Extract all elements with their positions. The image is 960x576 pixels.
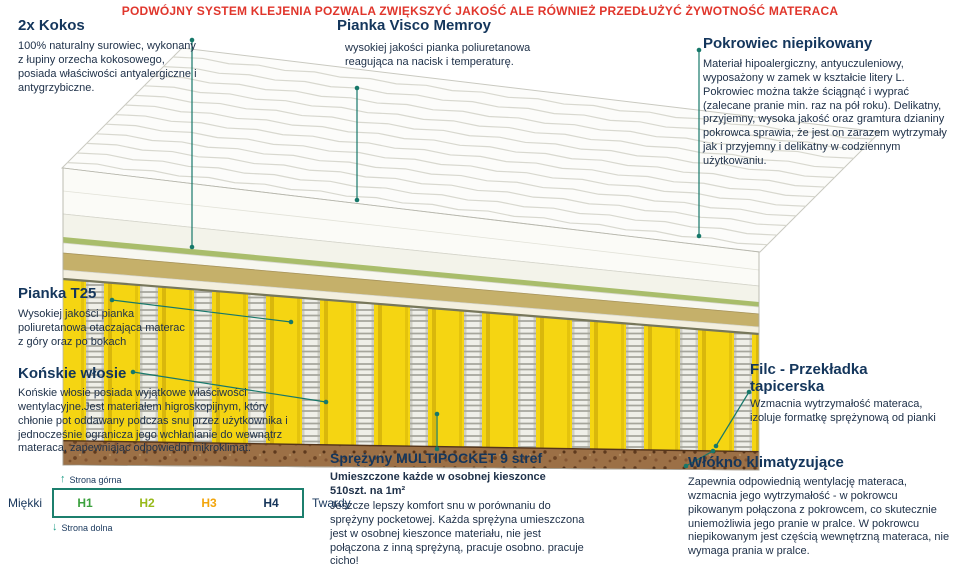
springs-body: Jeszcze lepszy komfort snu w porównaniu … [330, 500, 585, 568]
filc-title: Filc - Przekładka tapicerska [750, 361, 868, 395]
t25-title: Pianka T25 [18, 285, 97, 302]
hardness-h1: H1 [77, 496, 93, 510]
top-banner-text: PODWÓJNY SYSTEM KLEJENIA POZWALA ZWIĘKSZ… [121, 4, 839, 18]
scale-top-side: ↑ Strona górna [60, 474, 374, 485]
soft-label: Miękki [8, 496, 43, 510]
pokrowiec-body: Materiał hipoalergiczny, antyuczuleniowy… [703, 58, 947, 168]
bottom-side-label: Strona dolna [61, 522, 113, 533]
hardness-h4: H4 [263, 496, 279, 510]
t25-body: Wysokiej jakości pianka poliuretanowa ot… [18, 308, 185, 348]
hardness-h2: H2 [139, 496, 155, 510]
callout-dots [109, 37, 752, 469]
springs-title: Sprężyny MULTIPOCKET 9 stref [330, 450, 543, 466]
filc-body: Wzmacnia wytrzymałość materaca, izoluje … [750, 398, 936, 424]
callout-line-t25 [111, 299, 292, 323]
hardness-h3: H3 [201, 496, 217, 510]
firmness-scale: ↑ Strona górna Miękki H1 H2 H3 H4 Twardy… [8, 474, 374, 533]
hard-label: Twardy [312, 496, 351, 510]
wlosie-body: Końskie włosie posiada wyjątkowe właściw… [18, 387, 288, 455]
arrow-down-icon: ↓ [52, 521, 58, 533]
hardness-box: H1 H2 H3 H4 [52, 488, 304, 518]
wlokno-title: Włókno klimatyzujące [688, 454, 844, 471]
visco-title: Pianka Visco Memroy [337, 17, 491, 34]
visco-body: wysokiej jakości pianka poliuretanowa re… [345, 42, 531, 68]
kokos-body: 100% naturalny surowiec, wykonany z łupi… [18, 40, 197, 94]
spring-layer [63, 279, 759, 452]
callout-lines [111, 40, 750, 467]
callout-line-wlokno [685, 450, 714, 467]
callout-line-filc [715, 391, 750, 447]
scale-bottom-side: ↓ Strona dolna [52, 522, 374, 533]
springs-subtitle: Umieszczone każde w osobnej kieszonce 51… [330, 471, 546, 497]
mattress-front-face [62, 167, 760, 471]
callout-line-wlosie [132, 371, 327, 403]
hardness-row: Miękki H1 H2 H3 H4 Twardy [8, 488, 374, 518]
wlosie-title: Końskie włosie [18, 365, 127, 382]
felt-line [62, 277, 760, 336]
top-side-label: Strona górna [69, 474, 122, 485]
arrow-up-icon: ↑ [60, 473, 66, 485]
glue-line-layer [63, 237, 759, 307]
front-face-outline [62, 167, 760, 471]
wlokno-body: Zapewnia odpowiednią wentylację materaca… [688, 476, 950, 558]
kokos-title: 2x Kokos [18, 17, 85, 34]
pokrowiec-title: Pokrowiec niepikowany [703, 35, 873, 52]
